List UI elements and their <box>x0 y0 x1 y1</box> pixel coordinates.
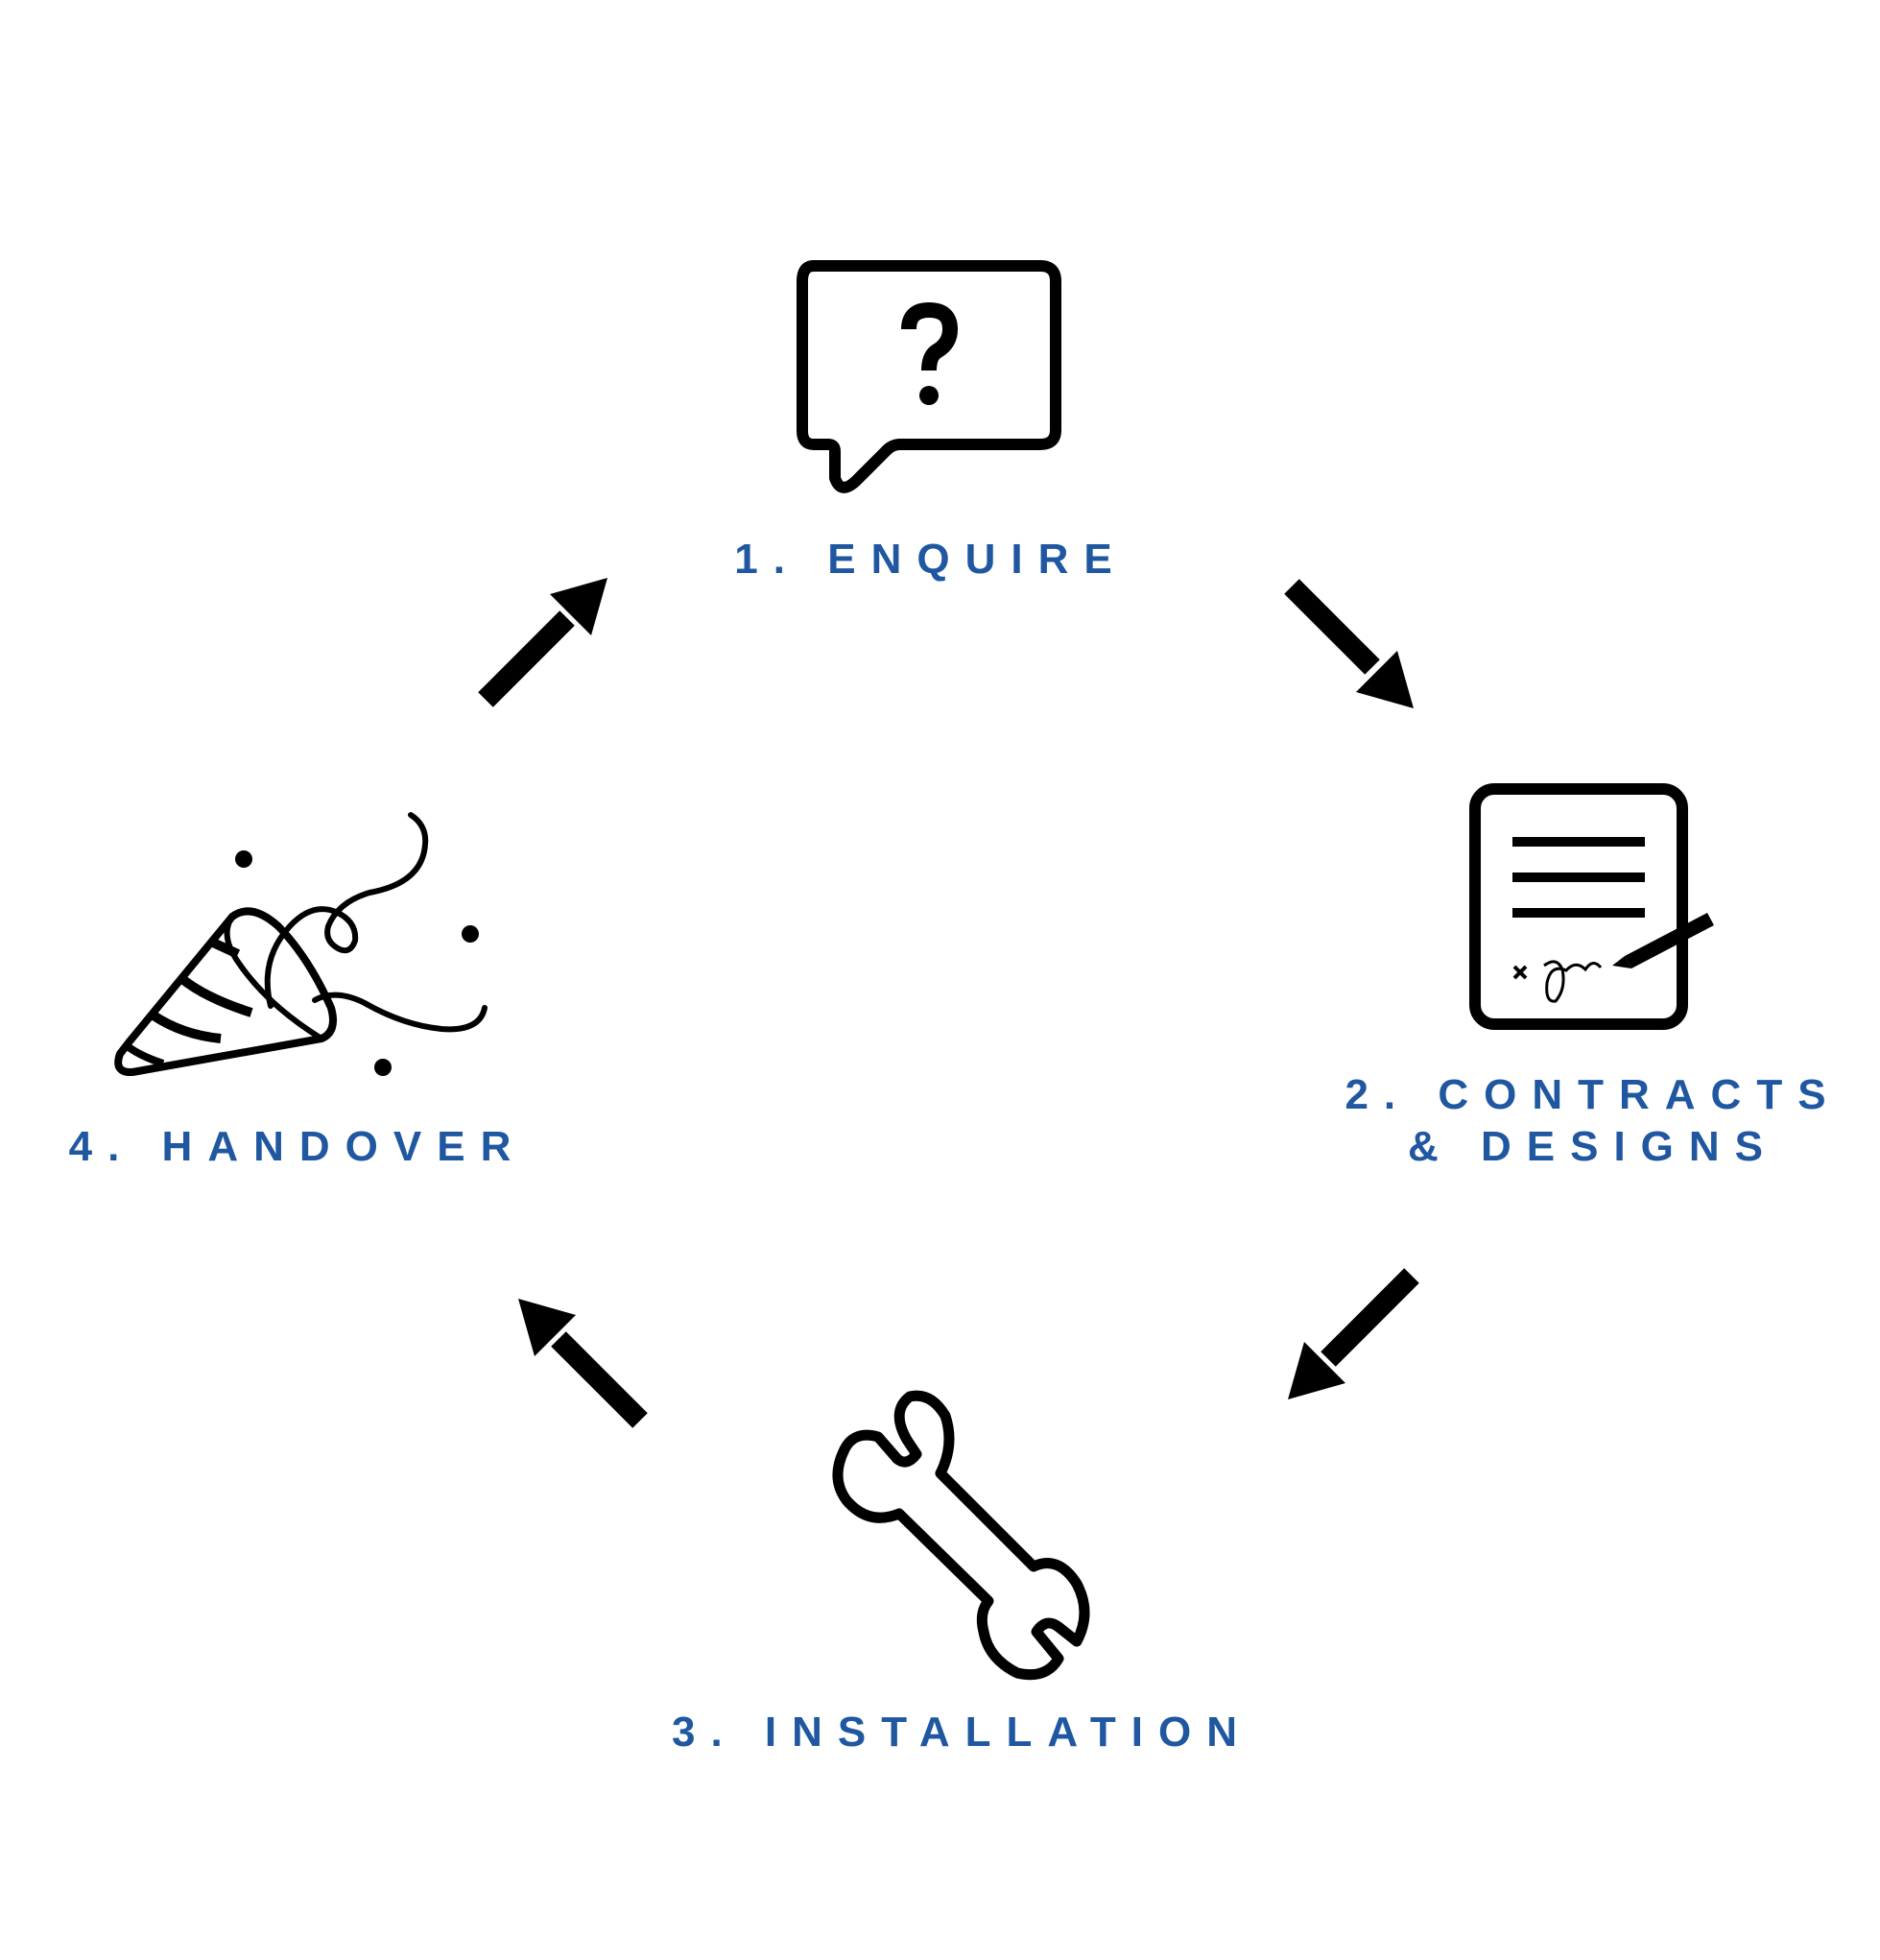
step-label-contracts-line1: 2. CONTRACTS <box>1345 1071 1842 1118</box>
arrow-contracts-to-installation <box>1288 1268 1419 1399</box>
signed-contract-icon <box>1469 783 1714 1030</box>
arrow-installation-to-handover <box>518 1299 648 1428</box>
step-label-enquire-text: 1. ENQUIRE <box>734 536 1128 583</box>
step-label-handover: 4. HANDOVER <box>67 1121 528 1173</box>
wrench-icon <box>832 1390 1090 1681</box>
arrow-handover-to-enquire <box>478 578 607 707</box>
party-popper-icon <box>114 812 488 1077</box>
step-label-enquire: 1. ENQUIRE <box>729 534 1132 586</box>
step-label-contracts-line2: & DESIGNS <box>1407 1123 1779 1170</box>
pen-icon <box>1612 913 1714 968</box>
step-label-installation: 3. INSTALLATION <box>672 1707 1253 1758</box>
step-label-installation-text: 3. INSTALLATION <box>672 1709 1253 1756</box>
step-label-handover-text: 4. HANDOVER <box>68 1123 527 1170</box>
arrow-enquire-to-contracts <box>1284 579 1414 708</box>
step-label-contracts-designs: 2. CONTRACTS & DESIGNS <box>1344 1069 1843 1173</box>
question-speech-bubble-icon <box>797 260 1061 493</box>
